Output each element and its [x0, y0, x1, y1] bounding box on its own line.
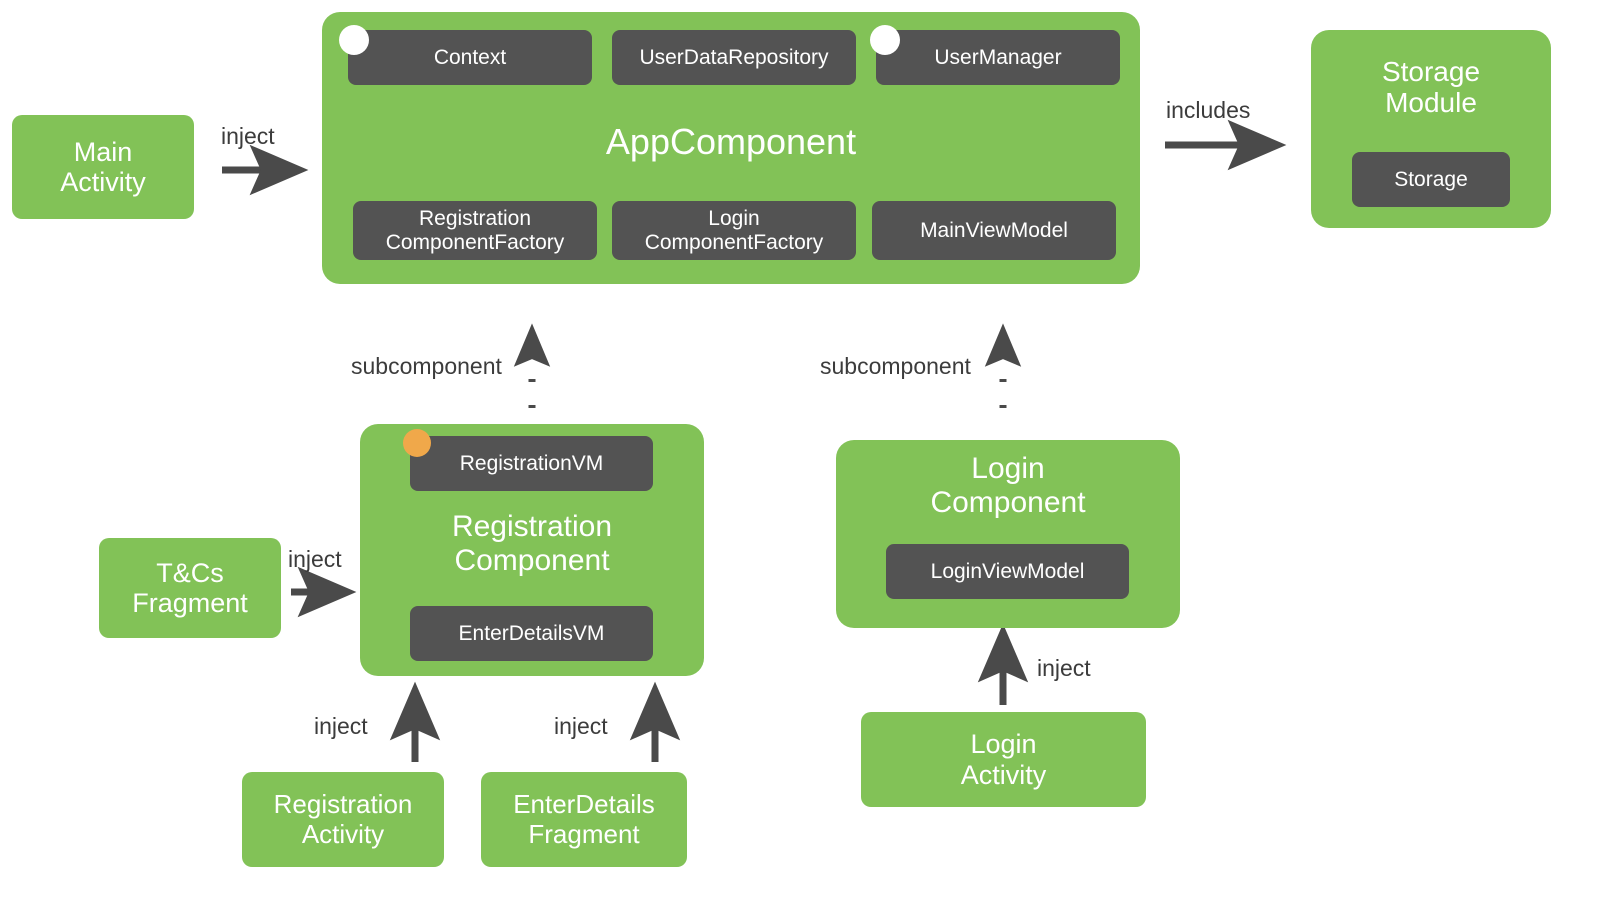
binding-line-2: ComponentFactory [644, 230, 824, 254]
client-label-line-2: Fragment [528, 818, 640, 849]
binding-main-view-model[interactable]: MainViewModel [872, 201, 1116, 260]
scope-marker-icon [339, 25, 369, 55]
binding-user-data-repository[interactable]: UserDataRepository [612, 30, 856, 85]
edge-label-subcomponent-login: subcomponent [820, 353, 971, 379]
edge-label-inject-main: inject [221, 123, 275, 149]
scope-marker-icon [870, 25, 900, 55]
binding-login-component-factory[interactable]: Login ComponentFactory [612, 201, 856, 260]
client-label-line-2: Fragment [132, 588, 248, 618]
client-label-line-1: EnterDetails [513, 789, 655, 820]
binding-registration-component-factory[interactable]: Registration ComponentFactory [353, 201, 597, 260]
client-login-activity[interactable]: Login Activity [861, 712, 1146, 807]
edge-label-inject-tcs: inject [288, 546, 342, 572]
client-main-activity[interactable]: Main Activity [12, 115, 194, 219]
client-label-line-1: Registration [273, 789, 413, 820]
client-label-line-2: Activity [960, 759, 1047, 790]
binding-registration-vm[interactable]: RegistrationVM [410, 436, 653, 491]
binding-user-manager[interactable]: UserManager [876, 30, 1120, 85]
binding-context[interactable]: Context [348, 30, 592, 85]
binding-line-1: Login [708, 207, 760, 231]
module-title-line-1: Storage [1381, 56, 1481, 87]
module-title-line-2: Module [1385, 87, 1477, 119]
edge-label-inject-login-activity: inject [1037, 655, 1091, 681]
binding-line-1: Registration [418, 207, 532, 231]
client-label-line-2: Activity [60, 167, 146, 197]
client-label-line-1: T&Cs [156, 557, 224, 588]
scope-marker-icon [403, 429, 431, 457]
client-tcs-fragment[interactable]: T&Cs Fragment [99, 538, 281, 638]
client-registration-activity[interactable]: Registration Activity [242, 772, 444, 867]
client-label-line-1: Main [73, 136, 133, 167]
binding-line-2: ComponentFactory [385, 230, 565, 254]
edge-label-subcomponent-registration: subcomponent [351, 353, 502, 379]
client-enter-details-fragment[interactable]: EnterDetails Fragment [481, 772, 687, 867]
edge-label-inject-registration-activity: inject [314, 713, 368, 739]
binding-enter-details-vm[interactable]: EnterDetailsVM [410, 606, 653, 661]
client-label-line-2: Activity [301, 818, 385, 849]
client-label-line-1: Login [970, 729, 1037, 760]
binding-storage[interactable]: Storage [1352, 152, 1510, 207]
login-component[interactable] [836, 440, 1180, 628]
binding-login-view-model[interactable]: LoginViewModel [886, 544, 1129, 599]
edge-label-inject-enter-details: inject [554, 713, 608, 739]
edge-label-includes: includes [1166, 97, 1251, 123]
